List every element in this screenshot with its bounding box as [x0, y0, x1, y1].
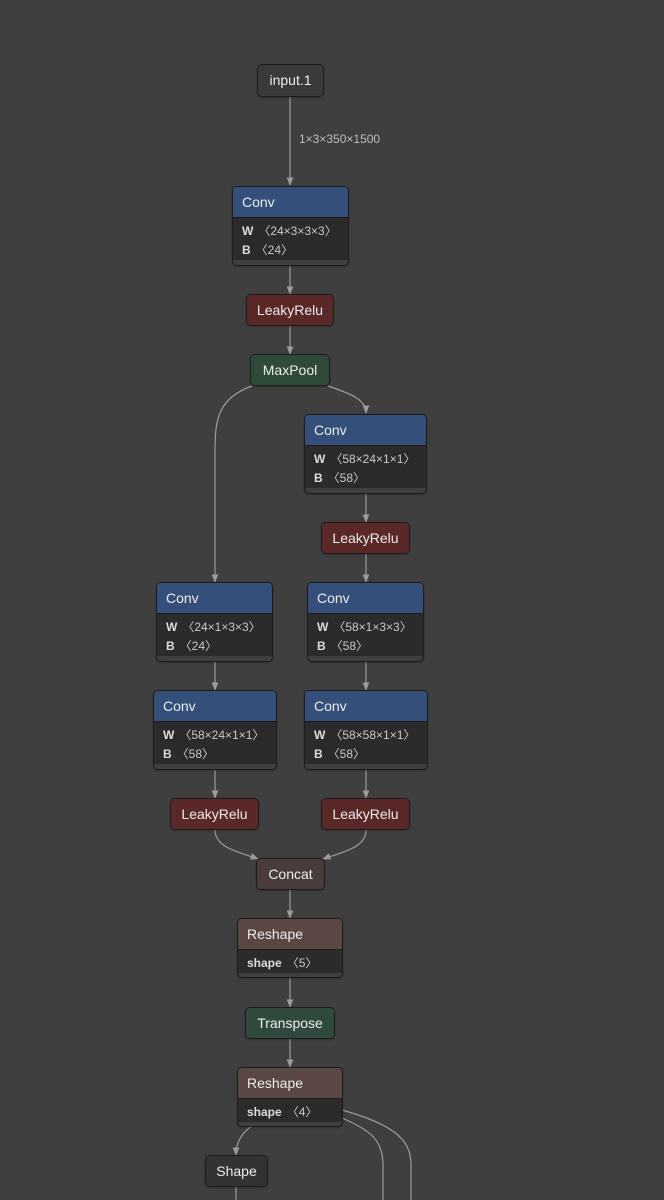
- node-input-label: input.1: [258, 65, 323, 95]
- node-conv-title: Conv: [157, 583, 272, 613]
- node-conv-title: Conv: [154, 691, 276, 721]
- attr-bias: B 〈58〉: [314, 469, 426, 488]
- node-concat-title: Concat: [257, 859, 324, 889]
- edge-maxpool-conv-left: [211, 385, 253, 583]
- node-conv-attributes: W 〈24×3×3×3〉 B 〈24〉: [233, 217, 348, 260]
- node-transpose-title: Transpose: [246, 1008, 334, 1038]
- attr-weight-name: W: [242, 224, 254, 238]
- attr-bias: B 〈24〉: [166, 637, 272, 656]
- node-maxpool-title: MaxPool: [251, 355, 329, 385]
- node-reshape-title: Reshape: [238, 919, 342, 949]
- attr-bias: B 〈58〉: [317, 637, 423, 656]
- attr-weight: W 〈24×1×3×3〉: [166, 618, 272, 637]
- node-conv-attributes: W 〈24×1×3×3〉 B 〈24〉: [157, 613, 272, 656]
- node-conv[interactable]: Conv W 〈58×24×1×1〉 B 〈58〉: [153, 690, 277, 770]
- node-conv-title: Conv: [233, 187, 348, 217]
- edge-leakyr-concat: [322, 829, 367, 860]
- node-shape[interactable]: Shape: [205, 1155, 268, 1187]
- attr-bias-name: B: [163, 747, 172, 761]
- attr-weight: W 〈24×3×3×3〉: [242, 222, 348, 241]
- node-conv-attributes: W 〈58×58×1×1〉 B 〈58〉: [305, 721, 427, 764]
- attr-bias: B 〈58〉: [314, 745, 427, 764]
- edge-maxpool-conv-right: [327, 385, 370, 414]
- attr-bias: B 〈24〉: [242, 241, 348, 260]
- attr-bias-name: B: [314, 471, 323, 485]
- node-leakyrelu-title: LeakyRelu: [171, 799, 258, 829]
- attr-bias-name: B: [317, 639, 326, 653]
- node-conv-attributes: W 〈58×24×1×1〉 B 〈58〉: [305, 445, 426, 488]
- attr-weight: W 〈58×1×3×3〉: [317, 618, 423, 637]
- edge-reshape-out1: [341, 1117, 384, 1200]
- node-maxpool[interactable]: MaxPool: [250, 354, 330, 386]
- attr-weight-name: W: [314, 728, 326, 742]
- node-reshape-title: Reshape: [238, 1068, 342, 1098]
- node-input[interactable]: input.1: [257, 64, 324, 97]
- node-conv-title: Conv: [305, 691, 427, 721]
- attr-shape: shape 〈4〉: [247, 1103, 342, 1122]
- node-reshape-attributes: shape 〈5〉: [238, 949, 342, 973]
- node-conv-attributes: W 〈58×24×1×1〉 B 〈58〉: [154, 721, 276, 764]
- attr-weight-value: 〈58×58×1×1〉: [330, 728, 416, 742]
- node-transpose[interactable]: Transpose: [245, 1007, 335, 1039]
- node-conv[interactable]: Conv W 〈58×24×1×1〉 B 〈58〉: [304, 414, 427, 494]
- attr-bias-name: B: [242, 243, 251, 257]
- attr-weight-value: 〈58×1×3×3〉: [333, 620, 412, 634]
- attr-weight-name: W: [317, 620, 329, 634]
- attr-shape-value: 〈5〉: [286, 956, 318, 970]
- attr-shape: shape 〈5〉: [247, 954, 342, 973]
- node-leakyrelu-title: LeakyRelu: [322, 799, 409, 829]
- attr-bias-value: 〈58〉: [327, 747, 366, 761]
- attr-shape-name: shape: [247, 1105, 282, 1119]
- attr-weight: W 〈58×24×1×1〉: [163, 726, 276, 745]
- node-leakyrelu-title: LeakyRelu: [247, 295, 333, 325]
- node-conv-attributes: W 〈58×1×3×3〉 B 〈58〉: [308, 613, 423, 656]
- node-conv-title: Conv: [305, 415, 426, 445]
- attr-bias-value: 〈24〉: [179, 639, 218, 653]
- attr-weight-name: W: [166, 620, 178, 634]
- node-leakyrelu[interactable]: LeakyRelu: [246, 294, 334, 326]
- attr-bias-value: 〈24〉: [255, 243, 294, 257]
- edge-reshape-out2: [341, 1109, 412, 1200]
- node-conv[interactable]: Conv W 〈24×1×3×3〉 B 〈24〉: [156, 582, 273, 662]
- edge-shape-label: 1×3×350×1500: [299, 132, 381, 146]
- attr-weight-value: 〈24×3×3×3〉: [258, 224, 337, 238]
- edge-reshape-shape: [232, 1125, 253, 1156]
- attr-bias: B 〈58〉: [163, 745, 276, 764]
- node-conv[interactable]: Conv W 〈24×3×3×3〉 B 〈24〉: [232, 186, 349, 266]
- node-conv-title: Conv: [308, 583, 423, 613]
- attr-weight-value: 〈24×1×3×3〉: [182, 620, 261, 634]
- node-leakyrelu[interactable]: LeakyRelu: [170, 798, 259, 830]
- attr-bias-value: 〈58〉: [327, 471, 366, 485]
- attr-weight-value: 〈58×24×1×1〉: [179, 728, 265, 742]
- attr-weight-name: W: [314, 452, 326, 466]
- node-shape-title: Shape: [206, 1156, 267, 1186]
- attr-bias-name: B: [166, 639, 175, 653]
- attr-weight-value: 〈58×24×1×1〉: [330, 452, 416, 466]
- attr-weight: W 〈58×58×1×1〉: [314, 726, 427, 745]
- attr-bias-name: B: [314, 747, 323, 761]
- node-reshape[interactable]: Reshape shape 〈4〉: [237, 1067, 343, 1127]
- attr-bias-value: 〈58〉: [330, 639, 369, 653]
- attr-weight-name: W: [163, 728, 175, 742]
- node-leakyrelu-title: LeakyRelu: [322, 523, 409, 553]
- attr-bias-value: 〈58〉: [176, 747, 215, 761]
- node-leakyrelu[interactable]: LeakyRelu: [321, 798, 410, 830]
- node-leakyrelu[interactable]: LeakyRelu: [321, 522, 410, 554]
- node-conv[interactable]: Conv W 〈58×1×3×3〉 B 〈58〉: [307, 582, 424, 662]
- node-reshape-attributes: shape 〈4〉: [238, 1098, 342, 1122]
- attr-shape-name: shape: [247, 956, 282, 970]
- node-reshape[interactable]: Reshape shape 〈5〉: [237, 918, 343, 978]
- edge-leakyl-concat: [214, 829, 259, 860]
- node-concat[interactable]: Concat: [256, 858, 325, 890]
- attr-shape-value: 〈4〉: [286, 1105, 318, 1119]
- node-conv[interactable]: Conv W 〈58×58×1×1〉 B 〈58〉: [304, 690, 428, 770]
- attr-weight: W 〈58×24×1×1〉: [314, 450, 426, 469]
